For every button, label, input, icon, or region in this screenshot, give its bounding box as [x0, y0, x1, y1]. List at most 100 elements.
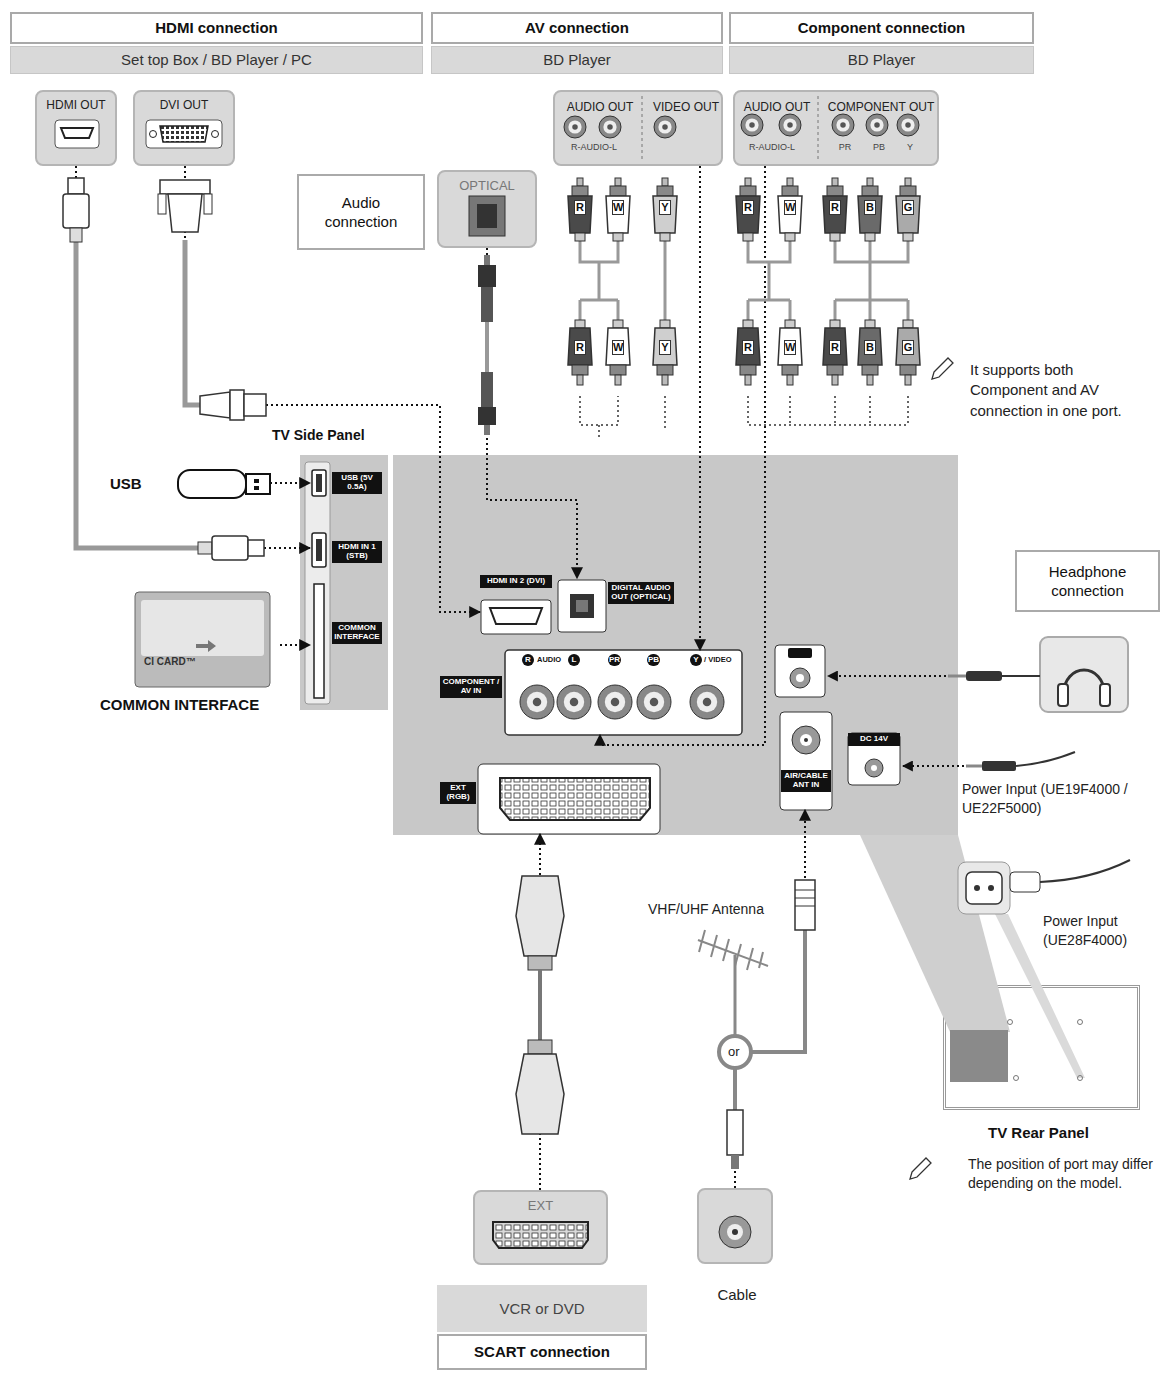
node-text: AUDIO OUT: [557, 100, 643, 114]
node-text: Y: [690, 654, 702, 666]
rca-plug: [575, 320, 585, 328]
jack: [840, 122, 846, 128]
rear-panel: [995, 914, 1085, 1078]
scart-cable: [528, 956, 552, 970]
side-panel-ports: [316, 474, 322, 492]
optical-cable: [484, 425, 490, 435]
rca-plug: [823, 196, 847, 233]
device-ports: [55, 96, 818, 1248]
device-ports: [212, 131, 219, 138]
cable-connector: [735, 810, 805, 1188]
rca-plug: [903, 320, 913, 328]
header-band: Component connectionBD Player: [729, 12, 1034, 74]
dvi-cable: [200, 392, 230, 418]
headphones: [1100, 684, 1110, 706]
jack: [637, 685, 671, 719]
jack: [897, 114, 919, 136]
section-box: Audio connection: [297, 174, 425, 250]
rca-plug: [858, 320, 882, 385]
side-panel-ports: [312, 470, 326, 496]
rca-plug: [900, 186, 916, 196]
section-box: Headphone connection: [1015, 550, 1160, 612]
jack: [703, 698, 712, 707]
cable-connector: [487, 248, 577, 578]
node-text: TV Rear Panel: [988, 1124, 1089, 1141]
rca-plug: [568, 178, 920, 385]
node-text: AV connection: [431, 12, 723, 44]
plug-letter: G: [902, 340, 914, 355]
optical-cable: [481, 372, 493, 407]
usb-stick: [254, 486, 259, 490]
power-label: Power Input (UE28F4000): [1043, 912, 1158, 950]
device-ports: [150, 131, 157, 138]
tv-rear-icon: [950, 1030, 1008, 1082]
jack: [599, 116, 621, 138]
jack: [568, 120, 581, 133]
jack: [783, 118, 796, 131]
rca-plug: [740, 365, 756, 375]
jack: [741, 114, 763, 136]
rca-plug: [606, 196, 630, 233]
plug-letter: Y: [659, 340, 671, 355]
rear-panel: [393, 455, 958, 835]
tv-ports: [848, 733, 900, 785]
tv-ports: [576, 600, 588, 612]
or-label: or: [726, 1044, 742, 1059]
side-panel-ports: [314, 584, 324, 698]
headphones: [1040, 637, 1128, 712]
jack: [779, 114, 801, 136]
node-text: AIR/CABLE ANT IN: [781, 770, 831, 792]
side-panel-ports: [305, 462, 330, 704]
rca-plug: [577, 178, 583, 186]
hdmi-cable: [70, 228, 82, 242]
jack: [697, 692, 717, 712]
headphones: [948, 675, 966, 678]
jack: [570, 698, 579, 707]
tv-ports: [788, 648, 812, 658]
coax-cable: [795, 890, 815, 906]
node-text: VIDEO OUT: [649, 100, 723, 114]
cable-connector: [280, 644, 310, 646]
rca-plug: [858, 178, 882, 241]
rca-dotted: [748, 396, 908, 425]
tv-ports: [570, 594, 594, 618]
node-text: AUDIO OUT: [737, 100, 817, 114]
note-icon: [910, 358, 953, 1179]
jack: [650, 698, 659, 707]
rca-plug: [827, 186, 843, 196]
jack: [557, 685, 591, 719]
device-ports: [732, 1229, 738, 1235]
device-band: VCR or DVD: [437, 1285, 647, 1332]
device-ports: [642, 96, 643, 160]
jack: [662, 124, 668, 130]
plug-letter: W: [612, 340, 624, 355]
tv-ports: [558, 580, 606, 632]
optical-cable: [478, 407, 496, 425]
rca-plug: [657, 186, 673, 196]
plug-letter: R: [742, 340, 754, 355]
tv-ports: [505, 650, 742, 735]
device-ports: [727, 1224, 743, 1240]
device-ports: [146, 120, 222, 148]
rca-plug: [736, 328, 760, 365]
rca-plug: [823, 328, 847, 365]
jack: [520, 114, 919, 719]
coax-cable: [731, 1155, 739, 1169]
node-text: VCR or DVD: [499, 1300, 584, 1317]
usb-stick: [178, 470, 246, 498]
coax-cable: [751, 930, 805, 1052]
node-text: HDMI IN 1 (STB): [332, 541, 382, 563]
headphones: [1058, 684, 1068, 706]
coax-cable: [795, 880, 815, 930]
rca-plug: [778, 196, 802, 233]
headphones: [1064, 670, 1104, 692]
node-text: HDMI IN 2 (DVI): [480, 575, 552, 588]
rca-plug: [858, 328, 882, 365]
jack: [905, 122, 911, 128]
rca-plug: [572, 365, 588, 375]
node-text: Audio connection: [305, 193, 417, 232]
dvi-cable: [230, 390, 244, 420]
jack: [658, 120, 671, 133]
node-text: R-AUDIO-L: [737, 142, 807, 152]
dvi-cable: [158, 180, 266, 420]
